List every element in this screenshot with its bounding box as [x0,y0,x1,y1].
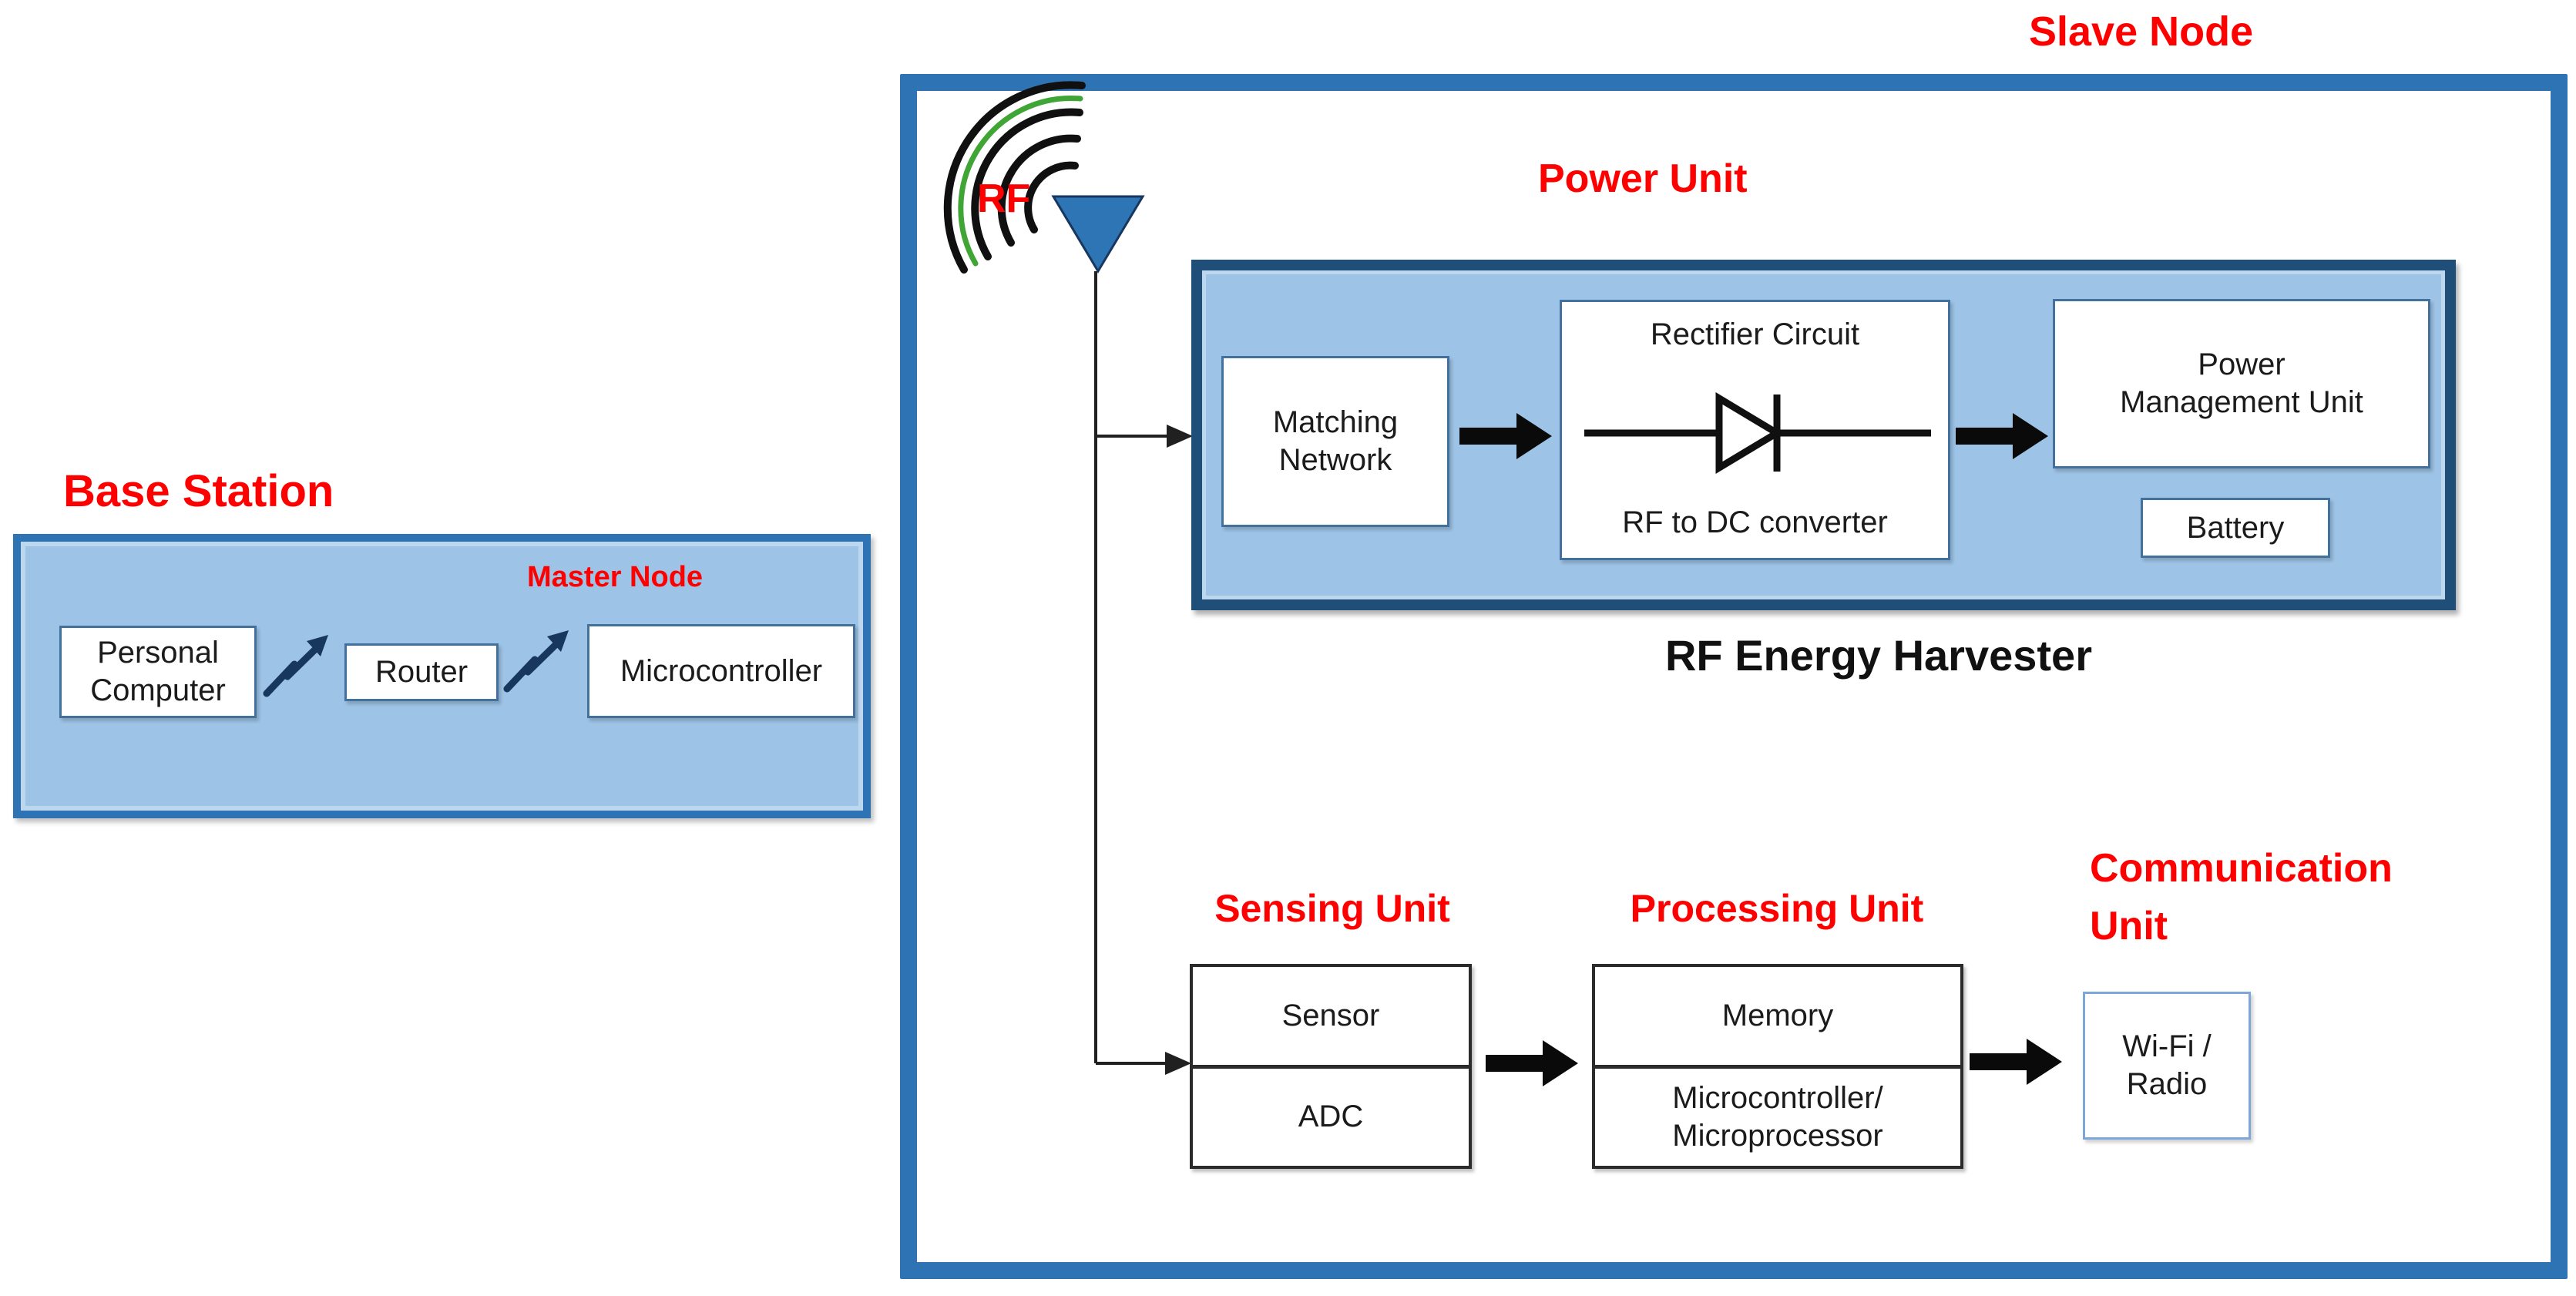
rf-energy-harvester-caption: RF Energy Harvester [1664,631,2092,680]
sensing-unit-box: Sensor ADC [1190,964,1472,1169]
memory-cell: Memory [1595,967,1960,1065]
diode-icon [1584,392,1931,474]
power-unit-title: Power Unit [1538,156,1748,201]
zigzag-link-icon [503,630,569,693]
processing-unit-title: Processing Unit [1630,887,1924,930]
battery-box: Battery [2141,498,2330,558]
block-arrow-icon [1970,1037,2064,1086]
memory-label: Memory [1721,998,1834,1032]
personal-computer-box: Personal Computer [59,626,257,718]
sensor-label: Sensor [1281,998,1380,1032]
slave-node-title: Slave Node [2029,8,2254,55]
sensor-cell: Sensor [1193,967,1469,1065]
block-arrow-icon [1956,411,2050,461]
mcu-cell: Microcontroller/ Microprocessor [1595,1064,1960,1167]
adc-label: ADC [1298,1100,1364,1134]
processing-unit-box: Memory Microcontroller/ Microprocessor [1592,964,1963,1169]
microcontroller-box: Microcontroller [587,624,855,718]
personal-computer-label: Personal Computer [90,636,226,707]
matching-network-label: Matching Network [1272,405,1399,477]
microcontroller-label: Microcontroller [620,653,823,688]
block-arrow-icon [1486,1039,1580,1088]
matching-network-box: Matching Network [1221,356,1449,527]
wifi-radio-label: Wi-Fi / Radio [2122,1029,2212,1101]
adc-cell: ADC [1193,1064,1469,1167]
power-management-box: Power Management Unit [2053,299,2430,468]
rf-waves-icon [943,81,1086,274]
wifi-radio-box: Wi-Fi / Radio [2083,992,2251,1140]
battery-label: Battery [2186,510,2285,545]
power-management-label: Power Management Unit [2120,348,2363,419]
rectifier-title: Rectifier Circuit [1650,317,1860,351]
rectifier-subtitle: RF to DC converter [1622,505,1888,539]
base-station-title: Base Station [63,466,334,516]
router-box: Router [344,643,499,701]
communication-unit-title: Communication Unit [2090,846,2393,949]
rf-label: RF [977,176,1031,221]
sensing-unit-title: Sensing Unit [1214,887,1450,930]
zigzag-link-icon [263,635,328,697]
router-label: Router [374,655,469,690]
mcu-label: Microcontroller/ Microprocessor [1672,1080,1883,1153]
block-arrow-icon [1459,411,1553,461]
master-node-label: Master Node [527,561,704,593]
